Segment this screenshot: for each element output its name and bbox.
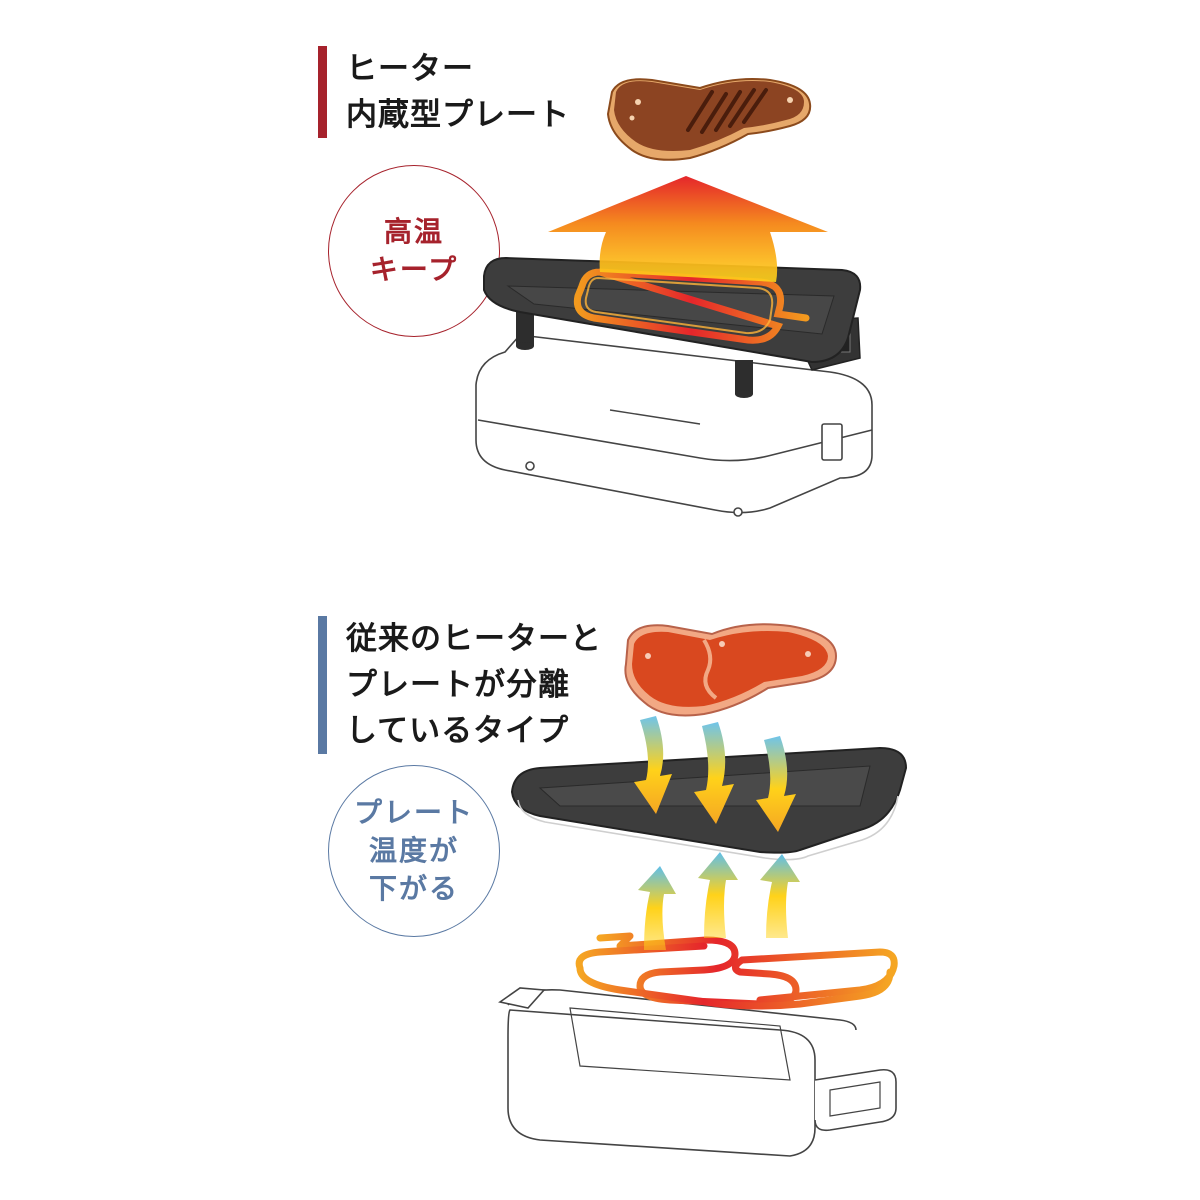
bottom-badge-circle: プレート 温度が 下がる: [328, 765, 500, 937]
bottom-heading: 従来のヒーターと プレートが分離 しているタイプ: [318, 616, 602, 754]
bottom-heading-line-3: しているタイプ: [346, 713, 570, 749]
bottom-heading-line-2: プレートが分離: [346, 667, 570, 703]
top-heading-bar: [318, 46, 327, 138]
grill-base-icon: [475, 334, 873, 517]
raw-meat-icon: [624, 623, 838, 717]
heater-plate-icon: [483, 256, 862, 398]
bottom-badge-line-2: 温度が: [368, 834, 459, 867]
bottom-illustration: [498, 623, 908, 1157]
top-heading-line-2: 内蔵型プレート: [346, 97, 570, 133]
top-badge-circle: 高温 キープ: [328, 165, 500, 337]
top-badge-line-1: 高温: [383, 215, 444, 248]
heat-arrow-icon: [548, 176, 828, 282]
bottom-badge-line-1: プレート: [353, 796, 474, 829]
coil-heater-icon: [575, 932, 898, 1010]
bottom-section: 従来のヒーターと プレートが分離 しているタイプ プレート 温度が 下がる: [0, 560, 1200, 1200]
grilled-steak-icon: [606, 78, 812, 161]
bottom-heading-bar: [318, 616, 327, 754]
top-section: ヒーター 内蔵型プレート 高温 キープ: [0, 0, 1200, 560]
top-heading-line-1: ヒーター: [346, 51, 474, 87]
warm-arrow-icon: [638, 852, 800, 950]
grill-base-icon: [498, 987, 897, 1157]
bottom-badge-line-3: 下がる: [368, 872, 459, 905]
bottom-heading-line-1: 従来のヒーターと: [346, 621, 602, 657]
top-badge-line-2: キープ: [369, 253, 459, 286]
top-illustration: [475, 78, 873, 517]
cooling-arrow-icon: [634, 716, 796, 832]
top-heading: ヒーター 内蔵型プレート: [318, 46, 570, 138]
